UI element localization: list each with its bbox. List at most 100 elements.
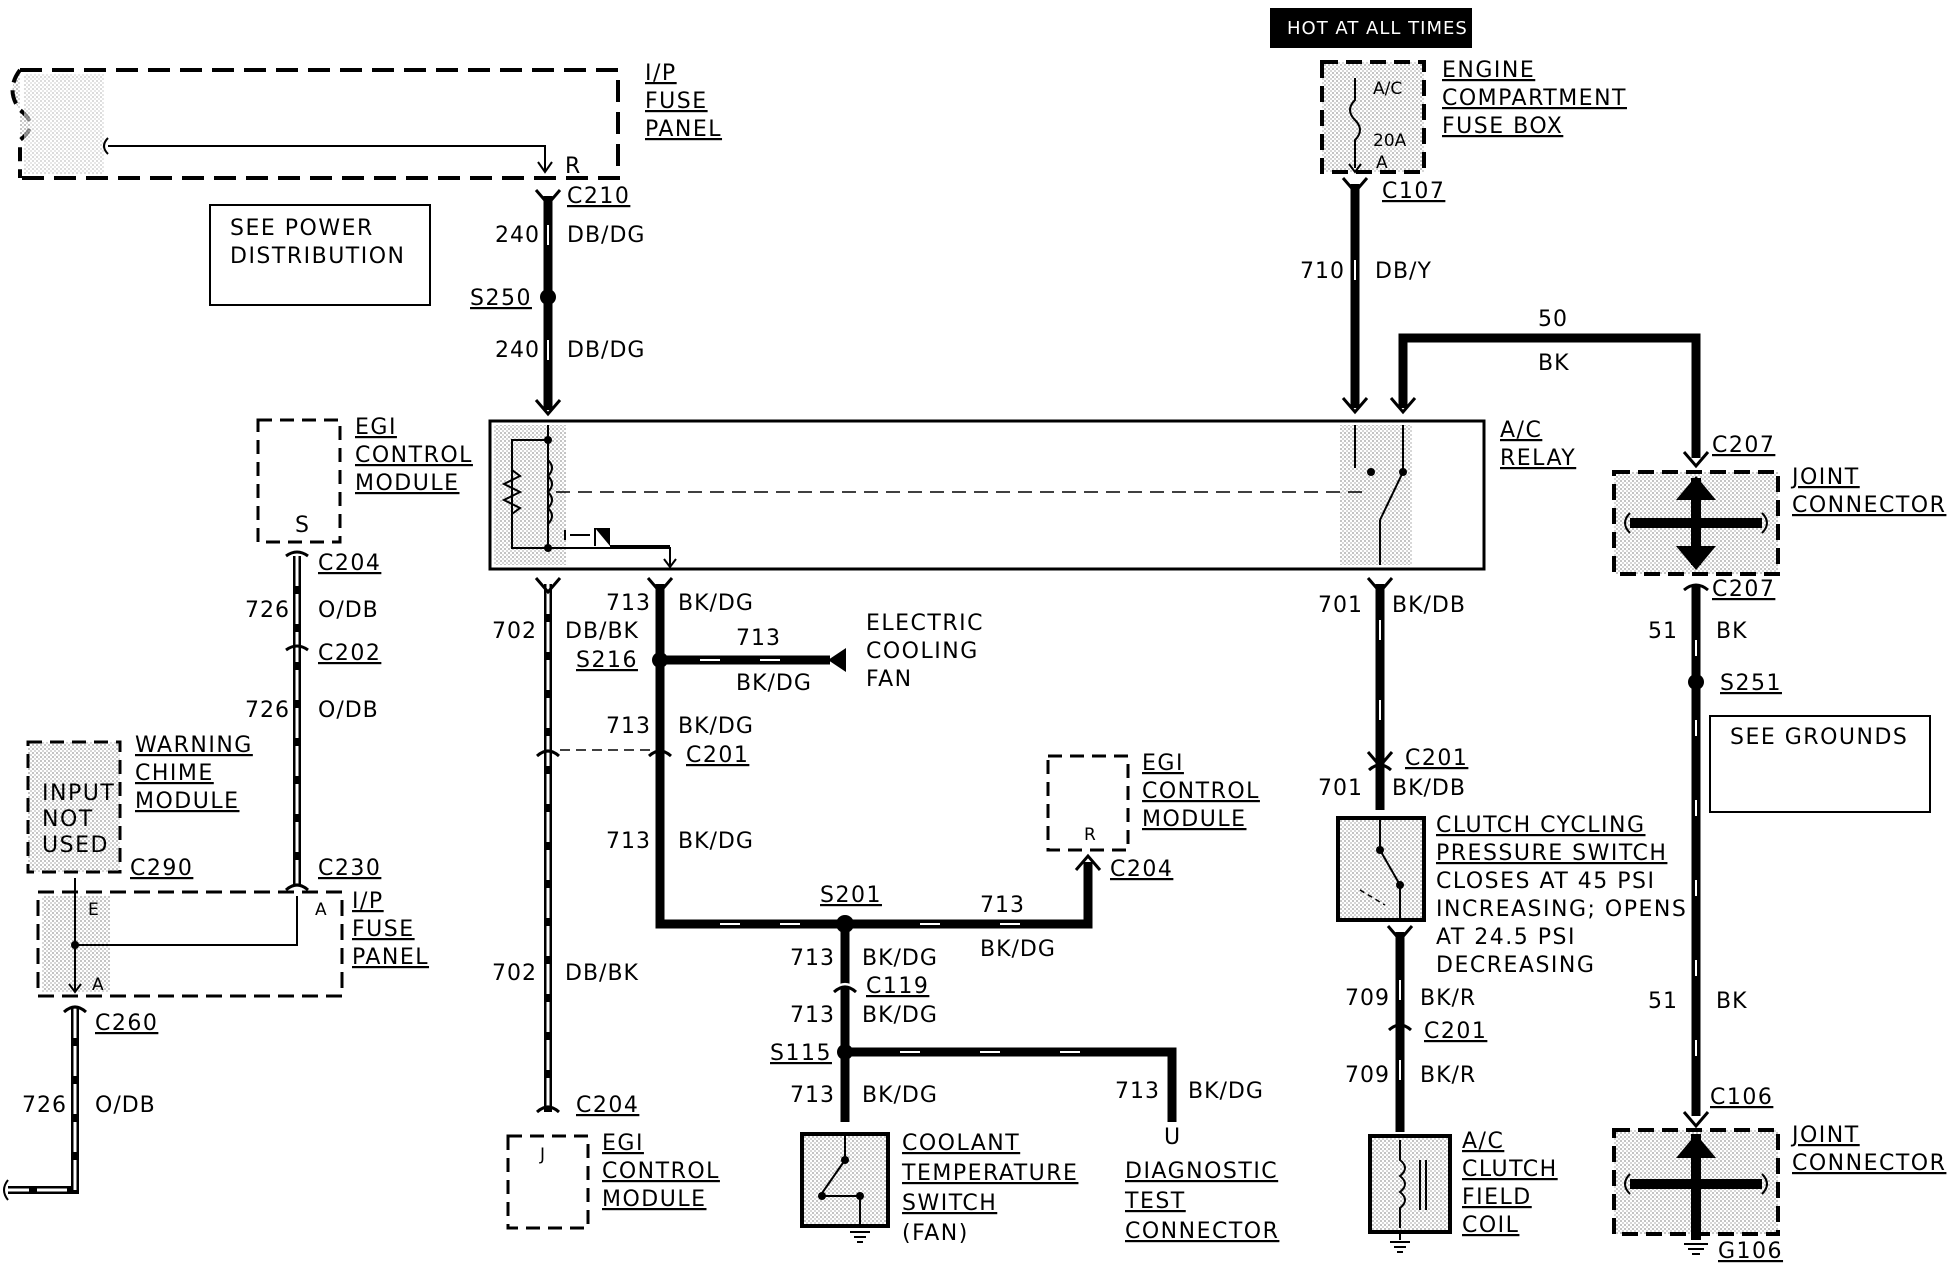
ip-fuse-panel-top-label: I/P	[645, 61, 677, 86]
connector-c290: C290	[130, 856, 193, 881]
wire-color: BK/DG	[862, 946, 938, 971]
ground-g106: G106	[1718, 1239, 1783, 1264]
wire-number: 713	[1115, 1079, 1160, 1104]
wire-number: 713	[980, 893, 1025, 918]
splice-s250: S250	[470, 286, 532, 311]
wire-number: 713	[606, 829, 651, 854]
connector-c207: C207	[1712, 577, 1775, 602]
connector-c210: C210	[567, 184, 630, 209]
diag-label: CONNECTOR	[1125, 1219, 1279, 1244]
clutch-note: INCREASING; OPENS	[1436, 897, 1687, 922]
wire-color: BK/DG	[980, 937, 1056, 962]
fuse-20a-label: 20A	[1373, 131, 1407, 151]
wire-color: BK/DG	[678, 829, 754, 854]
wire-number: 51	[1648, 989, 1678, 1014]
warning-chime-label: CHIME	[135, 761, 214, 786]
wire-number: 726	[245, 698, 290, 723]
ip-fuse-panel-top-label: FUSE	[645, 89, 708, 114]
ac-clutch-label: A/C	[1462, 1129, 1504, 1154]
ac-clutch-label: FIELD	[1462, 1185, 1532, 1210]
wire-number: 240	[495, 338, 540, 363]
wire-number: 713	[606, 714, 651, 739]
ac-clutch-field-coil: A/C CLUTCH FIELD COIL	[1368, 1129, 1558, 1253]
coolant-label: TEMPERATURE	[901, 1161, 1078, 1186]
diag-label: TEST	[1124, 1189, 1186, 1214]
wire-713-coolant: 713 BK/DG C119 713 BK/DG S115 713 BK/DG …	[770, 924, 1264, 1150]
pin-a-fuse: A	[1376, 153, 1388, 173]
fan-label: FAN	[866, 667, 913, 692]
joint-connector-top: C207 C207 JOINT CONNECTOR	[1612, 433, 1945, 602]
connector-c119: C119	[866, 974, 929, 999]
splice-s251: S251	[1720, 671, 1782, 696]
connector-c207: C207	[1712, 433, 1775, 458]
egi-label: MODULE	[1142, 807, 1247, 832]
wire-number: 51	[1648, 619, 1678, 644]
wire-240: C210 240 DB/DG S250 240 DB/DG	[470, 184, 645, 417]
wire-709: 709 BK/R C201 709 BK/R	[1345, 925, 1486, 1132]
see-grounds-text: SEE GROUNDS	[1730, 725, 1908, 750]
wire-color: BK/DG	[1188, 1079, 1264, 1104]
ac-clutch-label: COIL	[1462, 1213, 1519, 1238]
joint-label: JOINT	[1790, 1123, 1860, 1148]
engine-fuse-box-label: COMPARTMENT	[1442, 86, 1627, 111]
ip-fuse-panel-left-label: I/P	[352, 889, 384, 914]
input-not-used: NOT	[42, 807, 94, 832]
clutch-switch-label: CLUTCH CYCLING	[1436, 813, 1646, 838]
wire-number: 713	[736, 626, 781, 651]
ip-fuse-panel-top-label: PANEL	[645, 117, 722, 142]
wire-color: O/DB	[95, 1093, 156, 1118]
wire-color: BK/DG	[678, 714, 754, 739]
wire-number: 709	[1345, 986, 1390, 1011]
connector-c201: C201	[1405, 746, 1468, 771]
warning-chime-label: MODULE	[135, 789, 240, 814]
egi-label: CONTROL	[1142, 779, 1260, 804]
connector-c107: C107	[1382, 179, 1445, 204]
splice-s115: S115	[770, 1041, 832, 1066]
wire-726-bottom: C260 726 O/DB	[3, 1005, 157, 1201]
wire-color: DB/BK	[565, 619, 639, 644]
egi-label: CONTROL	[355, 443, 473, 468]
see-grounds-box: SEE GROUNDS	[1709, 715, 1931, 813]
wire-number: 709	[1345, 1063, 1390, 1088]
wire-color: BK/R	[1420, 986, 1476, 1011]
pin-e: E	[88, 900, 99, 920]
diagnostic-test-connector: DIAGNOSTIC TEST CONNECTOR	[1124, 1159, 1279, 1244]
see-power-text: SEE POWER	[230, 216, 374, 241]
wire-color: BK	[1716, 619, 1748, 644]
egi-label: CONTROL	[602, 1159, 720, 1184]
wire-number: 726	[245, 598, 290, 623]
input-not-used: USED	[42, 833, 109, 858]
egi-label: MODULE	[355, 471, 460, 496]
wire-number: 713	[606, 591, 651, 616]
wire-color: BK/DG	[678, 591, 754, 616]
pin-a: A	[92, 975, 104, 995]
wire-color: BK/DB	[1392, 776, 1466, 801]
pin-u: U	[1164, 1125, 1182, 1150]
connector-c204: C204	[1110, 857, 1173, 882]
connector-c201: C201	[686, 743, 749, 768]
wire-number: 701	[1318, 776, 1363, 801]
wire-number: 702	[492, 961, 537, 986]
egi-control-module-top: S EGI CONTROL MODULE	[256, 415, 473, 544]
connector-c202: C202	[318, 641, 381, 666]
wire-color: DB/Y	[1375, 259, 1432, 284]
wire-color: BK	[1716, 989, 1748, 1014]
connector-c204: C204	[318, 551, 381, 576]
wire-number: 726	[22, 1093, 67, 1118]
clutch-note: AT 24.5 PSI	[1436, 925, 1576, 950]
warning-chime-label: WARNING	[135, 733, 253, 758]
wire-color: BK	[1538, 351, 1570, 376]
electric-cooling-fan: ELECTRIC COOLING FAN	[866, 611, 983, 692]
wire-color: BK/R	[1420, 1063, 1476, 1088]
wire-color: BK/DG	[862, 1083, 938, 1108]
wire-50: 50 BK	[1389, 307, 1710, 469]
wire-color: BK/DB	[1392, 593, 1466, 618]
wire-702: 702 DB/BK 702 DB/BK C204	[492, 577, 650, 1118]
wire-color: DB/DG	[567, 223, 645, 248]
ip-fuse-panel-top: R I/P FUSE PANEL	[10, 61, 722, 180]
ac-clutch-label: CLUTCH	[1462, 1157, 1558, 1182]
joint-connector-bottom: C106 G106 JOINT CONNECTOR	[1612, 1085, 1945, 1264]
wire-number: 702	[492, 619, 537, 644]
ip-fuse-panel-left-label: PANEL	[352, 945, 429, 970]
wire-color: BK/DG	[736, 671, 812, 696]
